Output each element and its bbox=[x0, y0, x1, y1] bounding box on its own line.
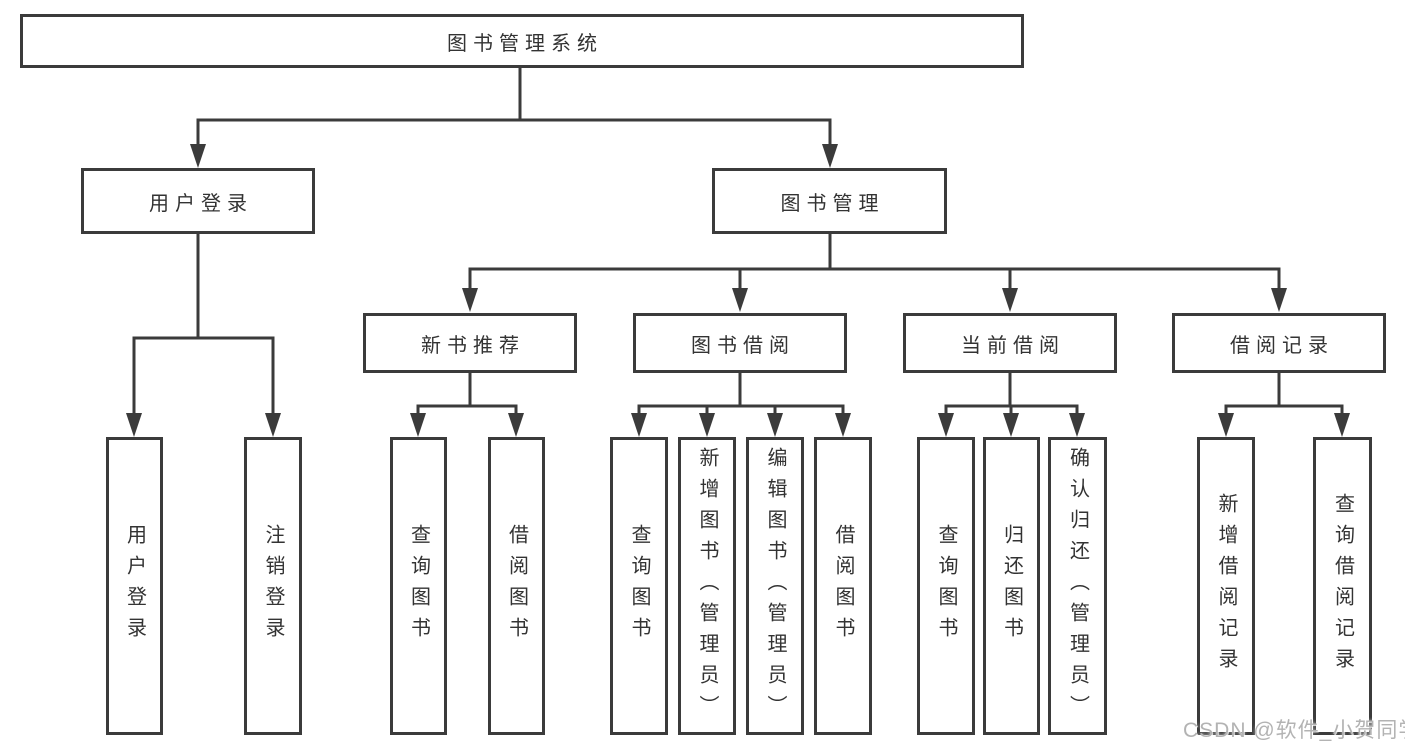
node-user-login-leaf: 用户登录 bbox=[106, 437, 163, 735]
node-book-borrowing: 图书借阅 bbox=[633, 313, 847, 373]
node-rec-borrow-books: 借阅图书 bbox=[488, 437, 545, 735]
arrowhead-br-query-record bbox=[1334, 413, 1350, 437]
arrowhead-cb-confirm-return bbox=[1069, 413, 1085, 437]
node-user-login-branch: 用户登录 bbox=[81, 168, 315, 234]
connector-borrow-records-to-leaves bbox=[1224, 373, 1344, 417]
node-bb-borrow-books: 借阅图书 bbox=[814, 437, 872, 735]
connector-current-borrow-to-leaves bbox=[944, 373, 1079, 417]
node-bb-query-books: 查询图书 bbox=[610, 437, 668, 735]
node-logout-leaf: 注销登录 bbox=[244, 437, 302, 735]
arrowhead-bb-add-books bbox=[699, 413, 715, 437]
node-new-book-recommendation: 新书推荐 bbox=[363, 313, 577, 373]
connector-root-to-level2 bbox=[196, 68, 832, 150]
arrowhead-cb-return-books bbox=[1003, 413, 1019, 437]
node-cb-confirm-return-admin: 确认归还（管理员） bbox=[1048, 437, 1107, 735]
arrowhead-logout-leaf bbox=[265, 413, 281, 437]
arrowhead-bb-query-books bbox=[631, 413, 647, 437]
arrowhead-book-borrow bbox=[732, 288, 748, 312]
node-library-system: 图书管理系统 bbox=[20, 14, 1024, 68]
connector-book-mgmt-to-sections bbox=[468, 234, 1281, 292]
node-rec-query-books: 查询图书 bbox=[390, 437, 447, 735]
node-borrowing-records: 借阅记录 bbox=[1172, 313, 1386, 373]
arrowhead-user-login bbox=[190, 144, 206, 168]
node-cb-return-books: 归还图书 bbox=[983, 437, 1040, 735]
arrowhead-current-borrow bbox=[1002, 288, 1018, 312]
node-br-add-borrow-record: 新增借阅记录 bbox=[1197, 437, 1255, 735]
arrowhead-br-add-record bbox=[1218, 413, 1234, 437]
arrowhead-borrow-records bbox=[1271, 288, 1287, 312]
connector-user-login-to-leaves bbox=[132, 234, 275, 416]
node-cb-query-books: 查询图书 bbox=[917, 437, 975, 735]
arrowhead-bb-borrow-books bbox=[835, 413, 851, 437]
arrowhead-bb-edit-books bbox=[767, 413, 783, 437]
node-book-management: 图书管理 bbox=[712, 168, 947, 234]
node-bb-edit-books-admin: 编辑图书（管理员） bbox=[746, 437, 804, 735]
arrowhead-book-mgmt bbox=[822, 144, 838, 168]
node-current-borrowing: 当前借阅 bbox=[903, 313, 1117, 373]
arrowhead-user-login-leaf bbox=[126, 413, 142, 437]
connector-book-borrow-to-leaves bbox=[637, 373, 845, 417]
arrowhead-rec-query-books bbox=[410, 413, 426, 437]
node-br-query-borrow-record: 查询借阅记录 bbox=[1313, 437, 1372, 735]
arrowhead-cb-query-books bbox=[938, 413, 954, 437]
arrowhead-rec-borrow-books bbox=[508, 413, 524, 437]
node-bb-add-books-admin: 新增图书（管理员） bbox=[678, 437, 736, 735]
connector-new-book-rec-to-leaves bbox=[416, 373, 518, 417]
arrowhead-new-book-rec bbox=[462, 288, 478, 312]
